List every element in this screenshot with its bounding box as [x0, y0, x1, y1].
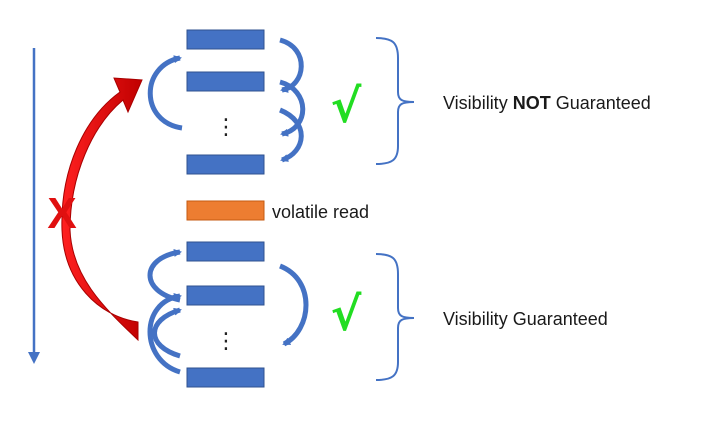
forbidden-reorder-arrow — [61, 77, 143, 342]
instruction-block — [186, 241, 265, 262]
reorder-arrow — [278, 107, 304, 163]
group-bracket — [375, 253, 415, 381]
instruction-block — [186, 285, 265, 306]
reorder-arrow — [147, 55, 183, 131]
volatile-read-block — [186, 200, 265, 221]
reorder-arrow — [278, 263, 309, 347]
allowed-mark: √ — [331, 79, 362, 133]
instruction-block — [186, 29, 265, 50]
allowed-mark: √ — [331, 287, 362, 341]
forbidden-mark: X — [47, 189, 76, 238]
instruction-block — [186, 71, 265, 92]
instruction-block — [186, 154, 265, 175]
group-bracket — [375, 37, 415, 165]
label-prefix: Visibility — [443, 93, 513, 113]
label-suffix: Guaranteed — [551, 93, 651, 113]
reorder-arrow — [147, 292, 182, 375]
label-emphasis: NOT — [513, 93, 551, 113]
volatile-read-label: volatile read — [272, 202, 369, 222]
ellipsis-mark: ⋮ — [215, 114, 237, 139]
visibility-guaranteed-label: Visibility Guaranteed — [443, 309, 608, 329]
ellipsis-mark: ⋮ — [215, 328, 237, 353]
reorder-arrow — [147, 248, 182, 303]
visibility-not-guaranteed-label: Visibility NOT Guaranteed — [443, 93, 651, 113]
instruction-block — [186, 367, 265, 388]
reorder-arrow — [152, 307, 182, 359]
reorder-arrow — [279, 79, 306, 137]
